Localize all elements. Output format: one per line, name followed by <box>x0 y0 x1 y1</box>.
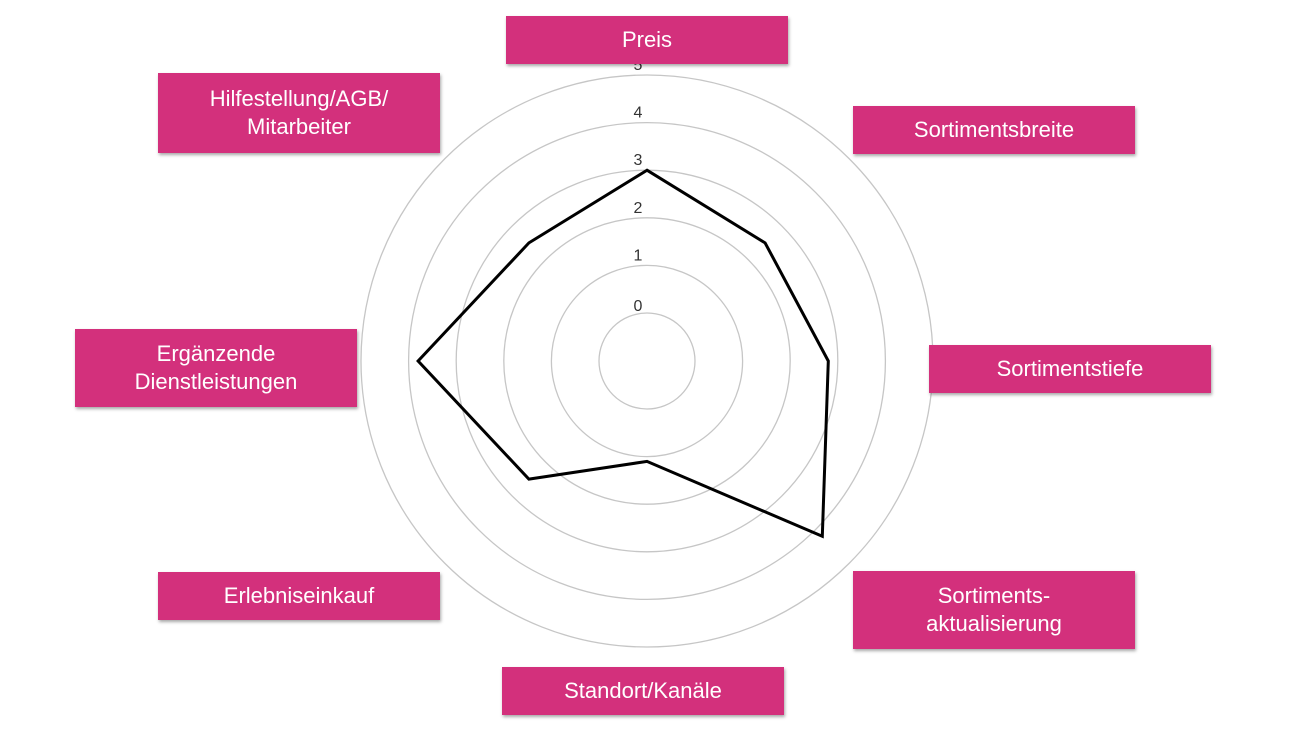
tick-label: 4 <box>634 105 643 122</box>
axis-label-box: Preis <box>506 16 788 64</box>
axis-label-text: Hilfestellung/AGB/Mitarbeiter <box>209 86 389 139</box>
axis-label-box: Sortimentsbreite <box>853 106 1135 154</box>
axis-label-text: Preis <box>621 27 673 52</box>
radial-tick-labels: 0 1 2 3 4 5 <box>634 57 643 315</box>
axis-label-box: Sortimentstiefe <box>929 345 1211 393</box>
axis-label-box: Hilfestellung/AGB/Mitarbeiter <box>158 73 440 153</box>
tick-label: 2 <box>634 200 643 217</box>
grid-ring <box>360 74 934 648</box>
axis-label-text: Sortiments-aktualisierung <box>926 583 1062 636</box>
grid-ring <box>550 264 744 458</box>
grid-ring <box>407 121 887 601</box>
grid-ring <box>598 312 696 410</box>
grid-rings <box>360 74 934 648</box>
axis-label-text: Standort/Kanäle <box>564 678 722 703</box>
axis-label-box: Standort/Kanäle <box>502 667 784 715</box>
tick-label: 0 <box>634 298 643 315</box>
grid-ring <box>503 217 791 505</box>
series-polygon <box>416 168 830 539</box>
tick-label: 1 <box>634 247 643 264</box>
axis-label-box: Erlebniseinkauf <box>158 572 440 620</box>
axis-label-text: Sortimentsbreite <box>913 117 1075 142</box>
axis-label-box: Sortiments-aktualisierung <box>853 571 1135 649</box>
tick-label: 3 <box>634 152 643 169</box>
tick-label: 5 <box>634 57 643 74</box>
axis-label-text: Sortimentstiefe <box>996 356 1144 381</box>
grid-ring <box>455 169 839 553</box>
axis-label-text: Erlebniseinkauf <box>223 583 375 608</box>
